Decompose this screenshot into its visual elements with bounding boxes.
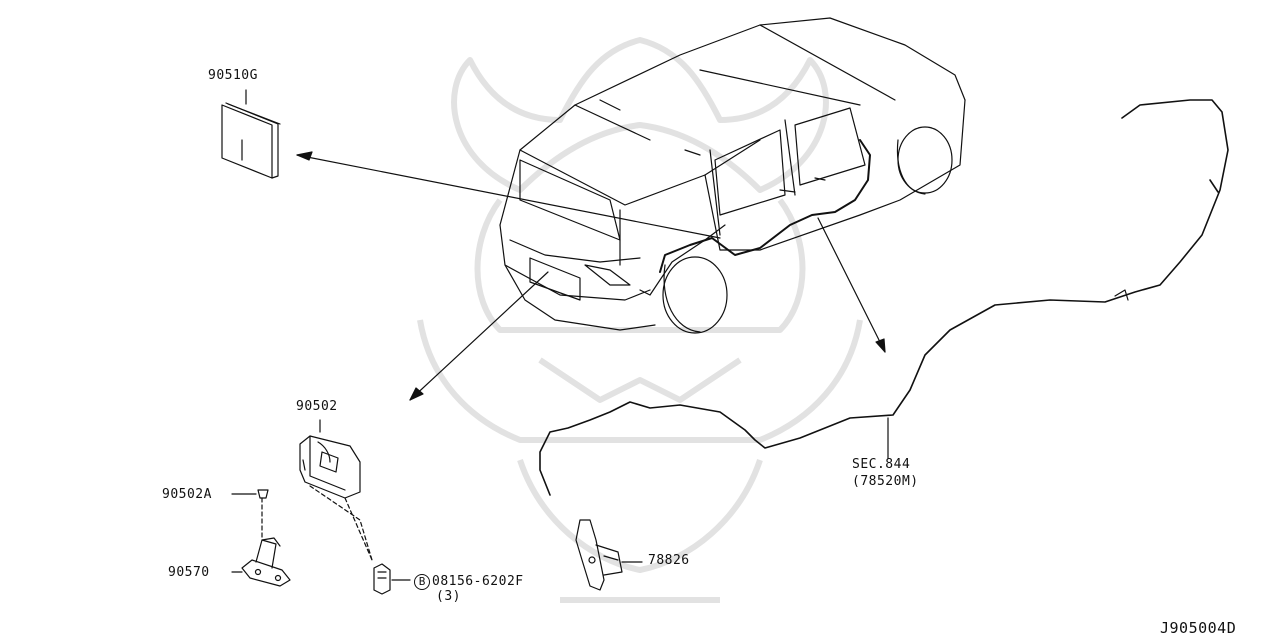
part-bolt-08156: [373, 563, 411, 595]
label-90510g: 90510G: [208, 68, 258, 83]
vehicle-outline: [499, 17, 966, 334]
part-90502a-screw: [231, 489, 269, 541]
part-90510g-plate: [221, 89, 281, 179]
samurai-helmet-watermark: [417, 37, 863, 603]
part-78826-actuator: [575, 519, 643, 591]
release-cable: [539, 99, 1229, 496]
label-90570: 90570: [168, 565, 210, 580]
diagram-id: J905004D: [1160, 619, 1237, 637]
callout-arrows: [296, 151, 886, 401]
label-bolt-part: 08156-6202F: [432, 574, 524, 589]
label-90502a: 90502A: [162, 487, 212, 502]
part-90570-striker: [231, 537, 291, 587]
label-section: SEC.844: [852, 457, 911, 472]
label-90502: 90502: [296, 399, 338, 414]
label-78826: 78826: [648, 553, 690, 568]
vehicle-harness: [659, 139, 871, 273]
bolt-symbol-icon: B: [414, 574, 430, 590]
label-bolt-qty: (3): [436, 589, 461, 604]
label-section-ref: (78520M): [852, 474, 919, 489]
part-90502-lock: [299, 419, 373, 561]
